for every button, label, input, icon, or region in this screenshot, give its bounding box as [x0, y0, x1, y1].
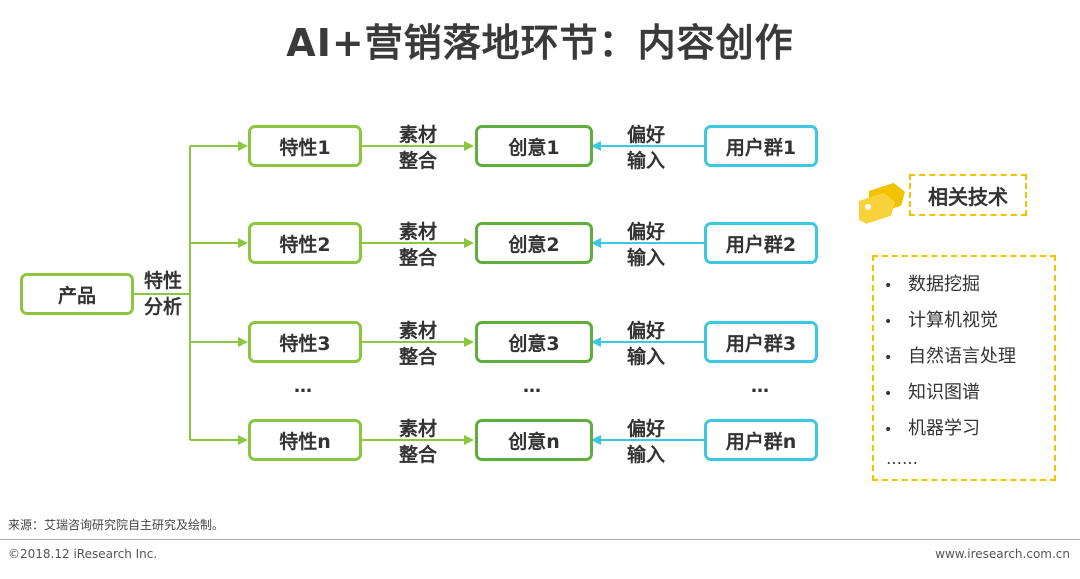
material-integration-label-3: 素材整合: [390, 318, 446, 370]
analysis-label-line-2: 分析: [143, 296, 182, 318]
feature-box-n: 特性n: [248, 419, 362, 461]
footer-divider: [0, 539, 1080, 540]
mid-left-line: 整合: [398, 346, 437, 368]
feature-label: 特性2: [279, 233, 331, 256]
preference-input-label-n: 偏好输入: [618, 416, 674, 468]
idea-box-3: 创意3: [475, 321, 593, 363]
user-group-label: 用户群3: [725, 332, 797, 355]
mid-right-line: 输入: [626, 346, 665, 368]
source-note: 来源：艾瑞咨询研究院自主研究及绘制。: [8, 518, 225, 532]
bullet-icon: •: [884, 422, 893, 438]
bullet-icon: •: [884, 278, 893, 294]
idea-box-n: 创意n: [475, 419, 593, 461]
mid-right-line: 偏好: [626, 221, 665, 243]
product-box: 产品: [20, 273, 134, 315]
mid-left-line: 素材: [398, 320, 437, 342]
preference-input-label-3: 偏好输入: [618, 318, 674, 370]
mid-right-line: 输入: [626, 444, 665, 466]
tech-item: • 计算机视觉: [884, 303, 1044, 339]
mid-left-line: 素材: [398, 124, 437, 146]
tech-item-label: 计算机视觉: [908, 310, 998, 331]
mid-right-line: 偏好: [626, 320, 665, 342]
tech-list: • 数据挖掘 • 计算机视觉 • 自然语言处理 • 知识图谱 • 机器学习 ……: [872, 255, 1056, 481]
preference-input-label-2: 偏好输入: [618, 219, 674, 271]
mid-right-line: 偏好: [626, 124, 665, 146]
page-title: AI+营销落地环节：内容创作: [286, 21, 794, 65]
idea-box-2: 创意2: [475, 222, 593, 264]
bullet-icon: •: [884, 386, 893, 402]
tag-icon: [858, 182, 906, 224]
feature-box-3: 特性3: [248, 321, 362, 363]
idea-label: 创意2: [508, 233, 560, 256]
feature-label: 特性1: [279, 136, 331, 159]
tech-item-label: 数据挖掘: [908, 274, 980, 295]
analysis-label-line-1: 特性: [143, 270, 182, 292]
material-integration-label-n: 素材整合: [390, 416, 446, 468]
idea-label: 创意1: [508, 136, 560, 159]
mid-left-line: 整合: [398, 444, 437, 466]
copyright: ©2018.12 iResearch Inc.: [8, 547, 158, 561]
idea-label: 创意n: [508, 430, 560, 453]
feature-label: 特性3: [279, 332, 331, 355]
tech-item: • 数据挖掘: [884, 267, 1044, 303]
tech-item-label: 自然语言处理: [908, 346, 1016, 367]
user-group-label: 用户群n: [725, 430, 797, 453]
ellipsis-idea: …: [523, 376, 542, 397]
preference-input-label-1: 偏好输入: [618, 122, 674, 174]
tech-item: • 自然语言处理: [884, 339, 1044, 375]
idea-label: 创意3: [508, 332, 560, 355]
ellipsis-user: …: [751, 376, 770, 397]
material-integration-label-1: 素材整合: [390, 122, 446, 174]
material-integration-label-2: 素材整合: [390, 219, 446, 271]
user-group-box-1: 用户群1: [704, 125, 818, 167]
mid-left-line: 整合: [398, 247, 437, 269]
feature-label: 特性n: [279, 430, 331, 453]
feature-box-2: 特性2: [248, 222, 362, 264]
website-link[interactable]: www.iresearch.com.cn: [935, 547, 1070, 561]
bullet-icon: •: [884, 314, 893, 330]
mid-right-line: 输入: [626, 247, 665, 269]
user-group-box-3: 用户群3: [704, 321, 818, 363]
user-group-box-n: 用户群n: [704, 419, 818, 461]
feature-box-1: 特性1: [248, 125, 362, 167]
mid-left-line: 素材: [398, 221, 437, 243]
user-group-label: 用户群1: [725, 136, 797, 159]
mid-right-line: 输入: [626, 150, 665, 172]
analysis-label: 特性 分析: [138, 268, 188, 320]
tech-item-label: 知识图谱: [908, 382, 980, 403]
tech-item: • 机器学习: [884, 411, 1044, 447]
tech-item-label: 机器学习: [908, 418, 980, 439]
product-label: 产品: [57, 284, 96, 307]
ellipsis-feature: …: [294, 376, 313, 397]
bullet-icon: •: [884, 350, 893, 366]
tech-more: ……: [886, 449, 918, 468]
mid-right-line: 偏好: [626, 418, 665, 440]
tech-item: • 知识图谱: [884, 375, 1044, 411]
user-group-label: 用户群2: [725, 233, 797, 256]
mid-left-line: 整合: [398, 150, 437, 172]
idea-box-1: 创意1: [475, 125, 593, 167]
user-group-box-2: 用户群2: [704, 222, 818, 264]
mid-left-line: 素材: [398, 418, 437, 440]
related-tech-label: 相关技术: [909, 174, 1027, 216]
